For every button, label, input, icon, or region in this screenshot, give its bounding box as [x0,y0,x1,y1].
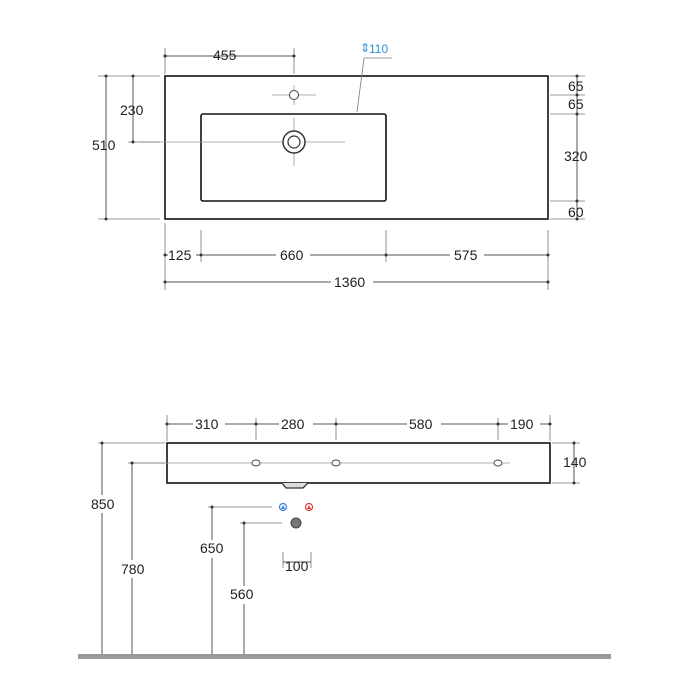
dim-575: 575 [454,247,478,263]
dim-1360: 1360 [334,274,365,290]
drain-inner [287,135,301,149]
floor-line [78,654,611,659]
dim-110: 110 [369,42,388,56]
bowl-outline [200,113,387,202]
tap-hole [289,90,299,100]
bracket-hole-1 [251,459,261,467]
overflow-arrow-icon: ⇕ [360,41,370,55]
dim-230: 230 [120,102,144,118]
dim-850: 850 [91,496,115,512]
dim-310: 310 [195,416,219,432]
dim-320: 320 [564,148,588,164]
dim-125: 125 [168,247,192,263]
dim-580: 580 [409,416,433,432]
top-view: 455 ⇕ 110 230 510 65 65 320 60 [92,41,588,291]
dim-190: 190 [510,416,534,432]
dim-455: 455 [213,47,237,63]
bracket-hole-3 [493,459,503,467]
dim-660: 660 [280,247,304,263]
dim-140: 140 [563,454,587,470]
dim-65-b: 65 [568,96,584,112]
dim-60: 60 [568,204,584,220]
dim-510: 510 [92,137,116,153]
bracket-hole-2 [331,459,341,467]
dim-100: 100 [285,558,309,574]
dim-560: 560 [230,586,254,602]
dim-280: 280 [281,416,305,432]
drain-outlet [290,517,302,529]
dim-780: 780 [121,561,145,577]
drain-profile [281,482,309,489]
dim-65-a: 65 [568,78,584,94]
dim-650: 650 [200,540,224,556]
front-view: 310 280 580 190 140 850 780 650 560 [78,415,611,659]
